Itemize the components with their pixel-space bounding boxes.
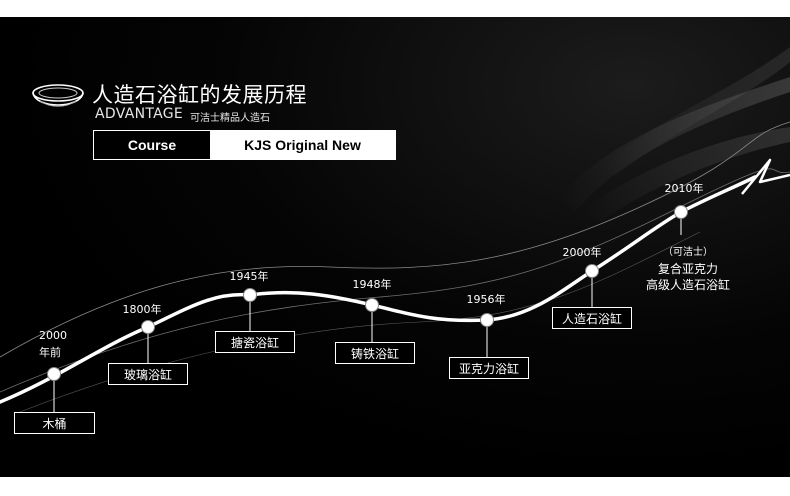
milestone-dot — [674, 205, 688, 219]
milestone-year: 1800年 — [122, 303, 162, 316]
milestone-year: 2000 年前 — [39, 327, 67, 361]
milestone-label: 木桶 — [14, 412, 95, 434]
timeline-stage: 人造石浴缸的发展历程 ADVANTAGE 可洁士精品人造石 Course KJS… — [0, 17, 790, 477]
milestone-label: 亚克力浴缸 — [449, 357, 529, 379]
milestone-year-line2: 年前 — [39, 346, 61, 359]
timeline-arrow-hook — [741, 158, 790, 195]
milestone-year: 2000年 — [562, 246, 602, 259]
milestone-dot — [480, 313, 494, 327]
milestone-dot — [47, 367, 61, 381]
tab-course[interactable]: Course — [94, 131, 210, 159]
milestone-year: 2010年 — [664, 182, 704, 195]
milestone-year: 1948年 — [352, 278, 392, 291]
milestone-label: 人造石浴缸 — [552, 307, 632, 329]
milestone-label: 铸铁浴缸 — [335, 342, 415, 364]
milestone-label: 玻璃浴缸 — [108, 363, 188, 385]
smoke-swoosh — [560, 77, 790, 212]
page-title: 人造石浴缸的发展历程 — [92, 83, 307, 107]
page-subtitle: ADVANTAGE — [95, 106, 184, 122]
timeline-graphic — [0, 47, 790, 413]
subtitle-note: 可洁士精品人造石 — [190, 113, 270, 124]
milestone-label-line1: 复合亚克力 — [657, 262, 719, 276]
milestone-dot — [585, 264, 599, 278]
tab-bar: Course KJS Original New — [93, 130, 396, 160]
milestone-year-line1: 2000 — [39, 329, 67, 342]
milestone-label-note: （可洁士） — [662, 247, 713, 258]
milestone-dot — [141, 320, 155, 334]
milestone-label-line2: 高级人造石浴缸 — [645, 278, 731, 292]
guide-curve — [0, 121, 790, 358]
milestone-label-group: （可洁士） 复合亚克力 高级人造石浴缸 — [646, 245, 730, 293]
milestone-year: 1956年 — [466, 293, 506, 306]
milestone-dot — [243, 288, 257, 302]
tab-kjs-original-new[interactable]: KJS Original New — [210, 131, 395, 159]
milestone-dot — [365, 298, 379, 312]
milestone-label: 搪瓷浴缸 — [215, 331, 295, 353]
smoke-swoosh — [600, 47, 790, 177]
smoke-swoosh — [580, 127, 790, 222]
bathtub-bowl-icon — [32, 84, 84, 107]
milestone-year: 1945年 — [229, 270, 269, 283]
